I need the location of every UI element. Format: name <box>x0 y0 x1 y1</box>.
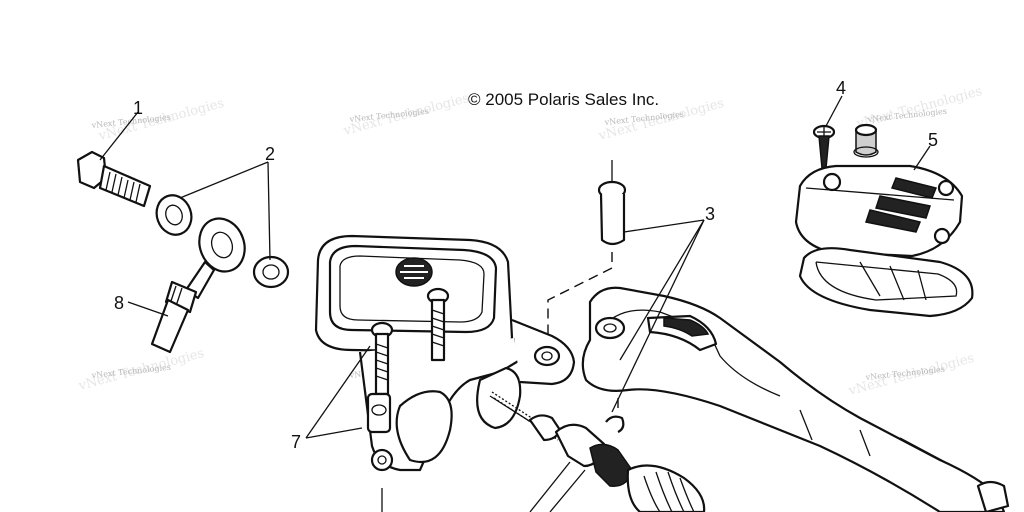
callout-4: 4 <box>836 78 846 98</box>
callouts: 1 2 3 4 5 7 8 <box>114 78 938 452</box>
callout-2: 2 <box>265 144 275 164</box>
reservoir-plug <box>853 123 879 158</box>
watermark-bg: vNext Technologies <box>854 84 984 132</box>
master-cylinder-body <box>314 234 576 472</box>
callout-8: 8 <box>114 293 124 313</box>
callout-3: 3 <box>705 204 715 224</box>
callout-5: 5 <box>928 130 938 150</box>
copyright-notice: © 2005 Polaris Sales Inc. <box>468 90 660 109</box>
brake-lever <box>581 286 1010 512</box>
sealing-washers <box>155 194 290 289</box>
callout-7: 7 <box>291 432 301 452</box>
banjo-bolt <box>76 150 152 208</box>
piston-assembly <box>489 391 706 512</box>
callout-1: 1 <box>133 98 143 118</box>
reservoir-cover <box>794 164 974 318</box>
leader-lines <box>99 95 931 439</box>
clamp-screws <box>366 287 450 512</box>
brake-hose <box>150 217 246 354</box>
cover-screw <box>812 124 836 169</box>
